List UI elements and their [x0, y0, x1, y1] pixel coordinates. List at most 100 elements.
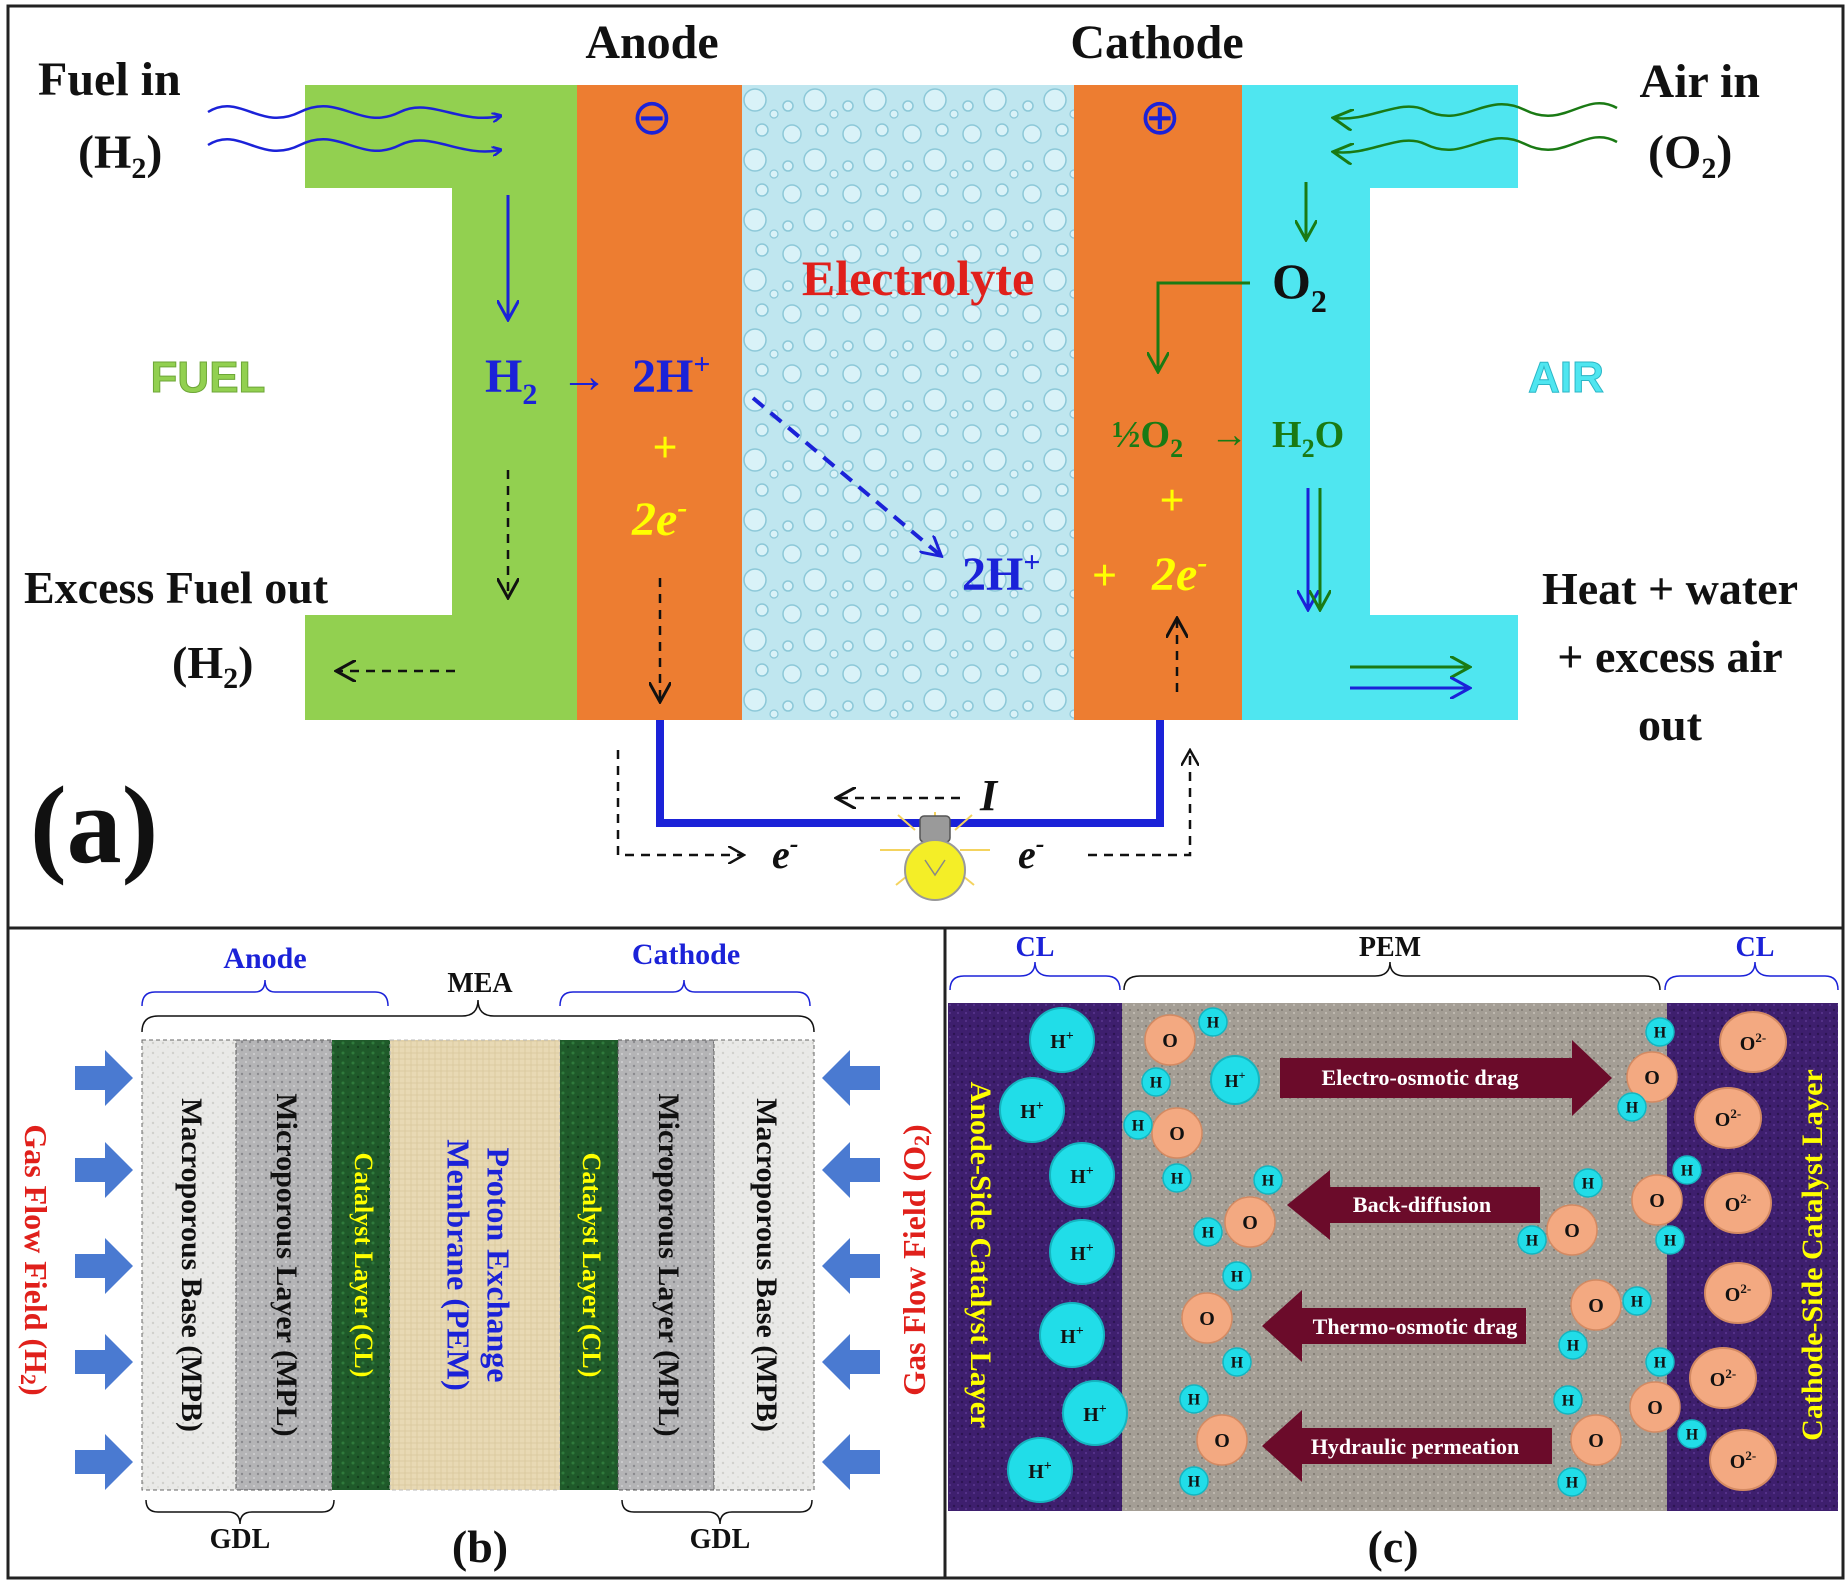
svg-text:Thermo-osmotic drag: Thermo-osmotic drag — [1313, 1314, 1518, 1339]
cathode-catalyst-layer — [560, 1040, 618, 1490]
water-molecule: OHH — [1517, 1168, 1603, 1256]
h2-flow-arrows — [75, 1050, 133, 1490]
exhaust-line-2: + excess air — [1557, 631, 1782, 682]
cathode-plus-2: + — [1092, 551, 1117, 600]
cathode-bracket-label: Cathode — [632, 938, 740, 971]
light-bulb-icon — [880, 812, 990, 901]
proton-ion: H+ — [1039, 1302, 1105, 1368]
svg-text:H: H — [1566, 1475, 1579, 1492]
h2-flow-arrow-icon — [75, 1334, 133, 1390]
oxide-ion: O2- — [1704, 1172, 1772, 1234]
o2-flow-arrow-icon — [822, 1334, 880, 1390]
o2-gas-flow-label: Gas Flow Field (O2) — [896, 1124, 934, 1395]
anode-catalyst-layer — [332, 1040, 390, 1490]
svg-text:O: O — [1199, 1308, 1215, 1330]
h2-flow-arrow-icon — [75, 1434, 133, 1490]
electron-right-label: e- — [1018, 829, 1044, 877]
cl-right-bracket — [1664, 961, 1839, 991]
anode-electron-product: 2e- — [631, 491, 687, 546]
electro-osmotic-drag-arrow: Electro-osmotic drag — [1280, 1040, 1612, 1116]
exhaust-line-3: out — [1638, 699, 1703, 750]
panel-a: Anode Cathode ⊖ ⊕ Fuel in (H2) Air in (O… — [24, 16, 1798, 901]
cathode-protons: 2H+ — [962, 546, 1040, 601]
svg-text:H: H — [1654, 1355, 1667, 1372]
air-inflow-arrow — [1335, 136, 1618, 152]
proton-migration-arrow — [751, 396, 940, 555]
cathode-microporous-layer — [617, 1039, 715, 1491]
layer-label-mpb-left: Macroporous Base (MPB) — [175, 1098, 208, 1432]
water-molecule: OHH — [1141, 1007, 1228, 1097]
thermo-osmotic-drag-arrow: Thermo-osmotic drag — [1262, 1290, 1526, 1362]
svg-text:H+: H+ — [1225, 1068, 1246, 1091]
svg-text:O: O — [1242, 1212, 1258, 1234]
anode-macroporous-base — [141, 1039, 237, 1491]
panel-c-label: (c) — [1367, 1521, 1418, 1572]
panel-b: Anode Cathode MEA Macroporous Base (MPB)… — [16, 938, 934, 1572]
anode-proton-product: 2H+ — [632, 348, 710, 403]
water-molecule: OHH — [1553, 1385, 1622, 1497]
svg-text:O: O — [1588, 1295, 1604, 1317]
panel-c-frame — [943, 926, 1845, 1580]
o2-flow-arrow-icon — [822, 1238, 880, 1294]
svg-text:H: H — [1562, 1393, 1575, 1410]
svg-text:O2-: O2- — [1725, 1281, 1751, 1306]
svg-text:H+: H+ — [1070, 1241, 1094, 1265]
h2-flow-arrow-icon — [75, 1142, 133, 1198]
fuel-in-label: Fuel in — [38, 53, 181, 106]
air-inflow-arrow — [1335, 102, 1618, 118]
svg-text:H+: H+ — [1083, 1402, 1107, 1426]
svg-text:H: H — [1664, 1233, 1677, 1250]
svg-text:H: H — [1202, 1225, 1215, 1242]
water-molecule: OHH — [1193, 1165, 1283, 1248]
svg-text:H: H — [1631, 1294, 1644, 1311]
cathode-electrons: 2e- — [1151, 546, 1207, 601]
oxide-ion: O2- — [1694, 1087, 1762, 1149]
svg-text:O: O — [1647, 1397, 1663, 1419]
svg-text:H: H — [1681, 1163, 1694, 1180]
svg-text:H: H — [1654, 1025, 1667, 1042]
cathode-water-product: H2O — [1272, 414, 1344, 463]
cathode-plate — [1074, 85, 1242, 720]
svg-text:H: H — [1171, 1171, 1184, 1188]
svg-text:H: H — [1207, 1015, 1220, 1032]
water-molecule: OHH — [1181, 1261, 1252, 1377]
water-molecule: OHH — [1631, 1155, 1702, 1255]
anode-title: Anode — [585, 16, 718, 69]
external-circuit-wire — [656, 720, 1164, 827]
fuel-in-formula: (H2) — [78, 126, 162, 185]
positive-sign-icon: ⊕ — [1139, 88, 1181, 146]
oxide-ion: O2- — [1719, 1011, 1787, 1073]
hydraulic-permeation-arrow: Hydraulic permeation — [1262, 1410, 1552, 1482]
air-label: AIR — [1528, 353, 1604, 402]
h2-flow-arrow-icon — [75, 1238, 133, 1294]
o2-flow-arrows — [822, 1050, 880, 1490]
pem-bracket — [1123, 961, 1661, 991]
layer-label-mpl-left: Microporous Layer (MPL) — [270, 1093, 303, 1436]
layer-label-pem-1: Proton Exchange — [481, 1148, 517, 1383]
layer-label-pem-2: Membrane (PEM) — [441, 1139, 477, 1390]
fuel-inflow-arrow — [207, 138, 500, 151]
anode-side-label: Anode-Side Catalyst Layer — [964, 1082, 997, 1429]
proton-ion: H+ — [999, 1077, 1065, 1143]
cl-left-label: CL — [1016, 932, 1055, 963]
pem-label: PEM — [1359, 932, 1421, 963]
anode-bracket — [141, 979, 389, 1007]
proton-ion: H+ — [1210, 1055, 1260, 1105]
layer-label-cl-left: Catalyst Layer (CL) — [349, 1153, 378, 1378]
svg-text:O: O — [1564, 1220, 1580, 1242]
svg-text:H+: H+ — [1028, 1459, 1052, 1483]
gdl-right-bracket — [621, 1499, 813, 1525]
svg-text:O: O — [1214, 1430, 1230, 1452]
water-molecule: OHH — [1617, 1017, 1678, 1122]
mea-bracket-label: MEA — [447, 968, 513, 999]
svg-text:O: O — [1644, 1067, 1660, 1089]
water-molecule: OHH — [1629, 1347, 1707, 1449]
layer-label-mpb-right: Macroporous Base (MPB) — [750, 1098, 783, 1432]
svg-text:H: H — [1231, 1269, 1244, 1286]
negative-sign-icon: ⊖ — [631, 88, 673, 146]
svg-text:H: H — [1626, 1100, 1639, 1117]
h2-gas-flow-label: Gas Flow Field (H2) — [16, 1124, 54, 1395]
anode-bracket-label: Anode — [223, 942, 306, 975]
svg-text:O2-: O2- — [1710, 1366, 1736, 1391]
